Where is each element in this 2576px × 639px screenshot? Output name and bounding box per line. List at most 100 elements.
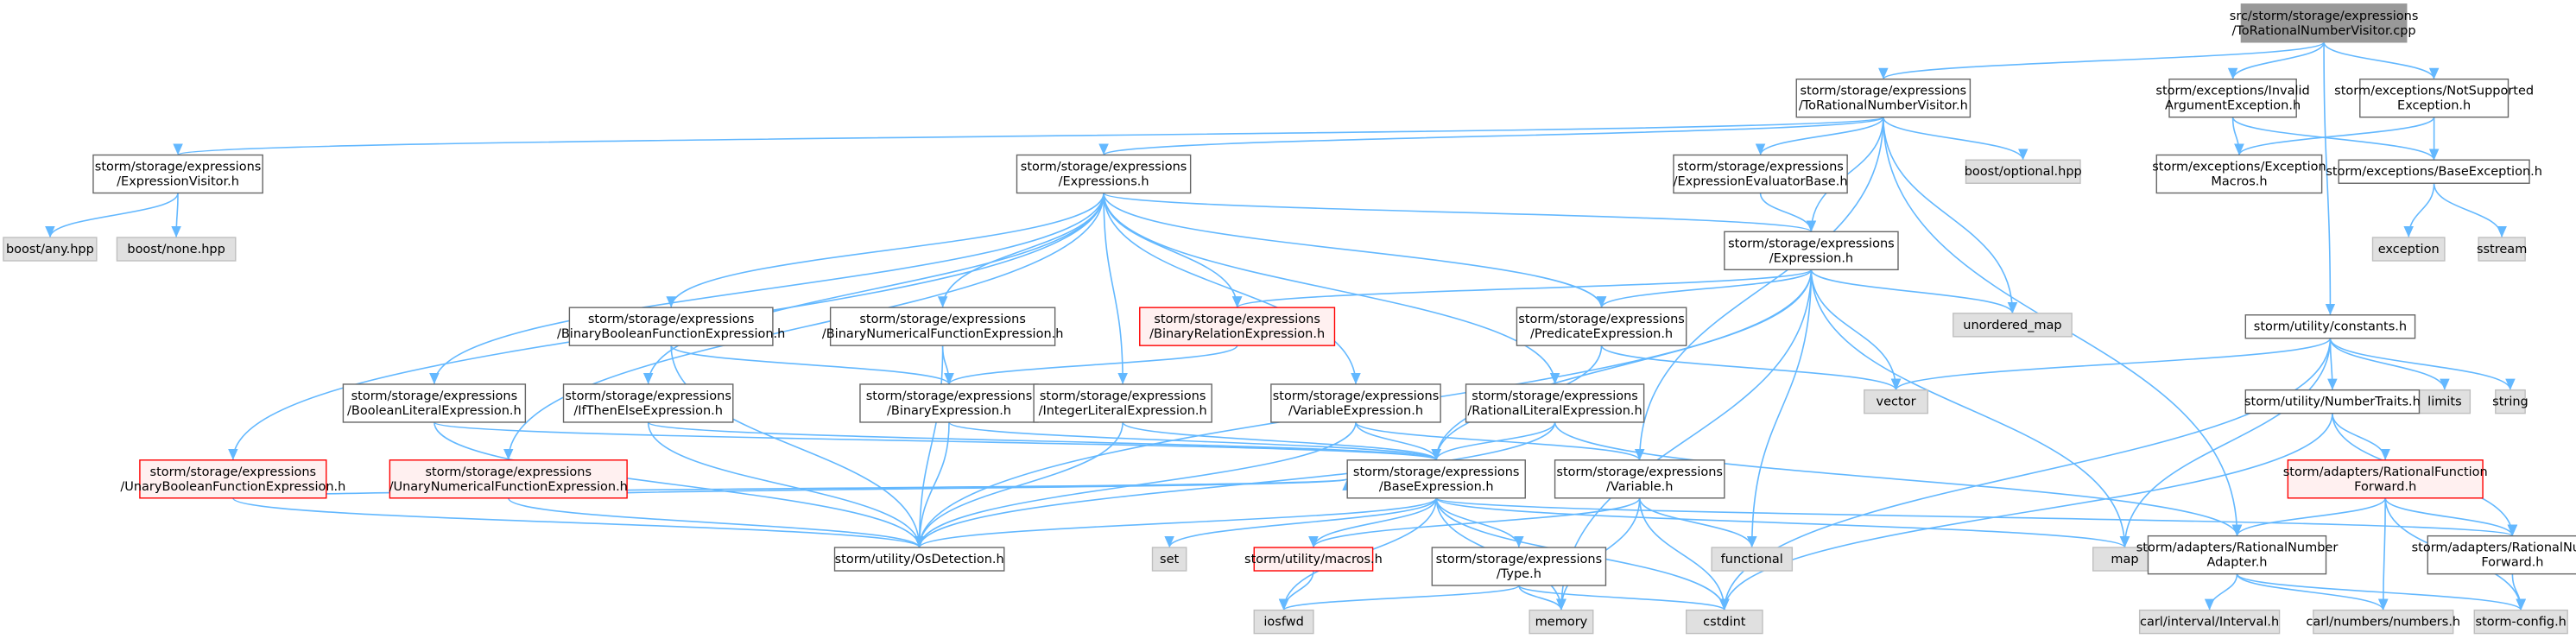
node-box xyxy=(1253,609,1314,635)
node-label: storm/storage/expressions xyxy=(1021,161,1187,174)
edge-exprs-to-bbfe xyxy=(666,193,1104,308)
node-carli: carl/interval/Interval.h xyxy=(2138,609,2281,635)
node-base[interactable]: storm/storage/expressions/BaseExpression… xyxy=(1346,459,1526,499)
node-trnv[interactable]: storm/storage/expressions/ToRationalNumb… xyxy=(1795,78,1972,118)
node-root[interactable]: src/storm/storage/expressions/ToRational… xyxy=(2230,3,2419,43)
node-label: /UnaryBooleanFunctionExpression.h xyxy=(120,480,345,494)
node-bnfe[interactable]: storm/storage/expressions/BinaryNumerica… xyxy=(822,307,1064,346)
node-bbfe[interactable]: storm/storage/expressions/BinaryBooleanF… xyxy=(557,307,785,346)
edge-unfe-to-osd xyxy=(507,497,925,548)
node-label: storm/storage/expressions xyxy=(1556,465,1723,479)
node-exc: exception xyxy=(2371,237,2446,262)
node-bex[interactable]: storm/exceptions/BaseException.h xyxy=(2326,159,2542,184)
node-label: limits xyxy=(2427,395,2461,409)
edge-const-to-lim xyxy=(2329,338,2450,390)
node-exprs[interactable]: storm/storage/expressions/Expressions.h xyxy=(1016,154,1192,194)
node-label: /ExpressionEvaluatorBase.h xyxy=(1674,175,1848,189)
node-label: cstdint xyxy=(1703,616,1746,630)
node-pred[interactable]: storm/storage/expressions/PredicateExpre… xyxy=(1516,307,1687,346)
edge-brel-to-binx xyxy=(944,345,1238,385)
node-label: storm/storage/expressions xyxy=(859,313,1026,326)
node-box xyxy=(116,237,237,262)
node-ite[interactable]: storm/storage/expressions/IfThenElseExpr… xyxy=(562,383,734,423)
node-ev[interactable]: storm/storage/expressions/ExpressionVisi… xyxy=(92,154,263,194)
edge-trnv-to-bopt xyxy=(1883,117,2029,161)
node-label: Forward.h xyxy=(2481,556,2543,570)
node-label: carl/interval/Interval.h xyxy=(2140,616,2279,630)
node-type[interactable]: storm/storage/expressions/Type.h xyxy=(1431,547,1607,586)
node-label: /RationalLiteralExpression.h xyxy=(1467,404,1642,418)
node-rle[interactable]: storm/storage/expressions/RationalLitera… xyxy=(1465,383,1645,423)
node-box xyxy=(1965,159,2081,184)
node-nt[interactable]: storm/utility/NumberTraits.h xyxy=(2244,389,2421,414)
node-iae[interactable]: storm/exceptions/InvalidArgumentExceptio… xyxy=(2155,78,2310,118)
edge-trnv-to-var xyxy=(1634,117,1884,460)
node-label: storm/storage/expressions xyxy=(1677,161,1844,174)
node-box xyxy=(2244,389,2421,414)
node-const[interactable]: storm/utility/constants.h xyxy=(2244,314,2416,339)
node-box xyxy=(389,459,628,499)
edge-exprs-to-brel xyxy=(1103,193,1243,308)
node-label: /UnaryNumericalFunctionExpression.h xyxy=(389,480,628,494)
node-label: storm/storage/expressions xyxy=(1436,553,1603,566)
node-box xyxy=(342,383,527,423)
edge-trnv-to-eeb xyxy=(1755,117,1884,155)
node-label: storm/storage/expressions xyxy=(1518,313,1685,326)
node-mac[interactable]: storm/utility/macros.h xyxy=(1244,547,1383,572)
node-label: carl/numbers/numbers.h xyxy=(2306,616,2460,630)
node-binx[interactable]: storm/storage/expressions/BinaryExpressi… xyxy=(859,383,1039,423)
node-ubfe[interactable]: storm/storage/expressions/UnaryBooleanFu… xyxy=(120,459,345,499)
node-label: storm/storage/expressions xyxy=(150,465,317,479)
node-ile[interactable]: storm/storage/expressions/IntegerLiteral… xyxy=(1033,383,1212,423)
node-box xyxy=(2138,609,2281,635)
node-label: /ExpressionVisitor.h xyxy=(117,175,239,189)
node-label: set xyxy=(1160,553,1179,566)
node-box xyxy=(2338,159,2530,184)
node-brel[interactable]: storm/storage/expressions/BinaryRelation… xyxy=(1139,307,1336,346)
node-eeb[interactable]: storm/storage/expressions/ExpressionEval… xyxy=(1673,154,1848,194)
node-label: string xyxy=(2492,395,2529,409)
node-box xyxy=(1724,231,1899,271)
node-box xyxy=(1529,609,1594,635)
edge-iae-to-bex xyxy=(2231,117,2440,161)
node-unfe[interactable]: storm/storage/expressions/UnaryNumerical… xyxy=(389,459,628,499)
node-box xyxy=(2427,535,2576,575)
node-label: boost/none.hpp xyxy=(127,243,225,256)
node-label: /BinaryExpression.h xyxy=(887,404,1011,418)
edge-trnv-to-exprs xyxy=(1098,116,1884,156)
edge-rna-to-scfg xyxy=(2236,573,2526,611)
node-ble[interactable]: storm/storage/expressions/BooleanLiteral… xyxy=(342,383,527,423)
node-box xyxy=(2473,609,2568,635)
node-box xyxy=(562,383,734,423)
edge-base-to-osd xyxy=(915,497,1438,548)
node-box xyxy=(2092,547,2157,572)
node-label: storm/storage/expressions xyxy=(1154,313,1320,326)
node-box xyxy=(139,459,327,499)
edge-unfe-to-base xyxy=(507,478,1351,499)
node-cstd: cstdint xyxy=(1685,609,1763,635)
node-vec: vector xyxy=(1864,389,1929,414)
node-var[interactable]: storm/storage/expressions/Variable.h xyxy=(1554,459,1725,499)
node-box xyxy=(568,307,774,346)
edge-bex-to-sst xyxy=(2433,183,2507,238)
node-label: /IntegerLiteralExpression.h xyxy=(1039,404,1207,418)
edge-base-to-set xyxy=(1164,497,1438,548)
node-box xyxy=(833,547,1005,572)
node-label: /BinaryRelationExpression.h xyxy=(1149,327,1325,341)
edge-type-to-cstd xyxy=(1518,585,1730,611)
node-osd[interactable]: storm/utility/OsDetection.h xyxy=(833,547,1005,572)
node-box xyxy=(3,237,98,262)
node-label: exception xyxy=(2378,243,2440,256)
edge-var-to-mac xyxy=(1308,497,1641,548)
edge-root-to-iae xyxy=(2227,41,2325,79)
node-rnf[interactable]: storm/adapters/RationalNumberForward.h xyxy=(2412,535,2576,575)
edge-base-to-mac xyxy=(1308,497,1438,548)
node-vare[interactable]: storm/storage/expressions/VariableExpres… xyxy=(1270,383,1441,423)
edge-binx-to-osd xyxy=(914,421,950,548)
node-label: storm/utility/NumberTraits.h xyxy=(2244,395,2421,409)
node-expr[interactable]: storm/storage/expressions/Expression.h xyxy=(1724,231,1899,271)
